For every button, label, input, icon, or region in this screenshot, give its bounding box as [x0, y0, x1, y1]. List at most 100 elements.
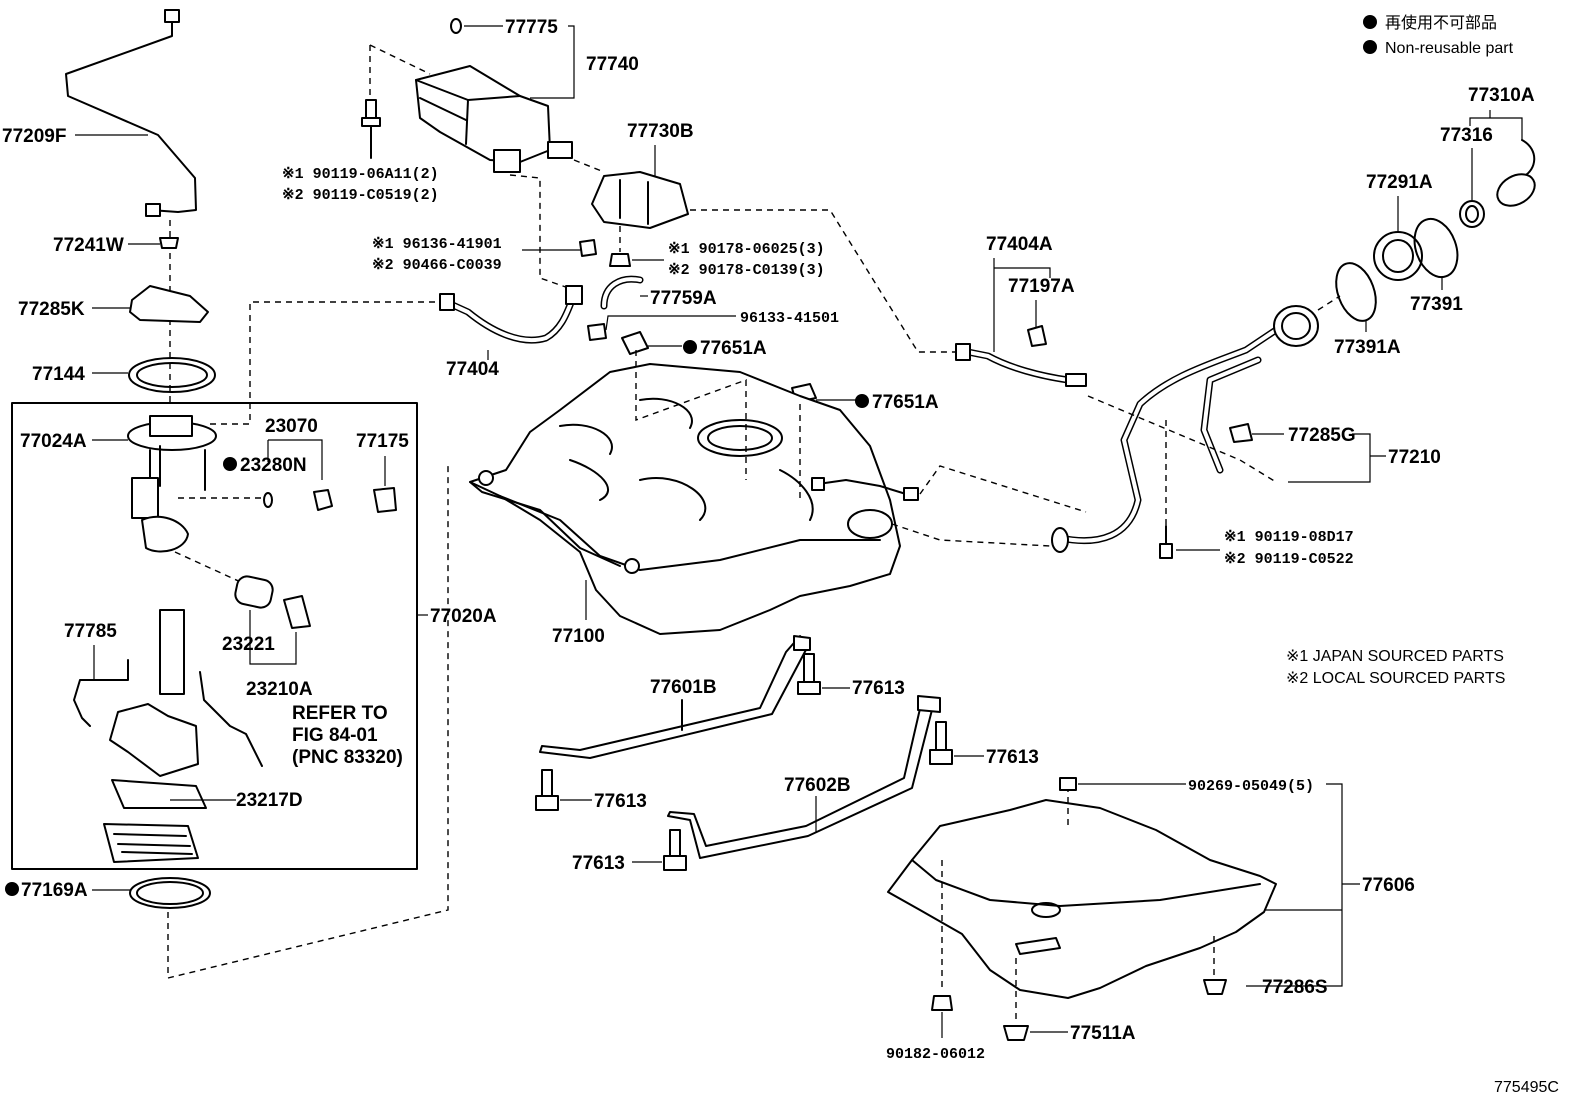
part-label-77404A: 77404A	[986, 234, 1053, 255]
bolt-head-shape	[663, 855, 687, 871]
hose-connector-shape	[439, 293, 455, 311]
filler-dashed-link	[891, 523, 1051, 547]
part-label-77285G: 77285G	[1288, 425, 1356, 446]
cushion-pad-shape	[621, 331, 649, 355]
part-label-77316: 77316	[1440, 125, 1493, 146]
part-label-77391: 77391	[1410, 294, 1463, 315]
callout-90119-C0519: ※2 90119-C0519(2)	[282, 187, 439, 204]
vent-tube-shape	[817, 479, 907, 495]
tank-flange-shape	[469, 481, 621, 567]
leader-line	[530, 25, 575, 99]
under-cover-seam-shape	[911, 859, 1261, 907]
leader-line	[1469, 110, 1523, 140]
bolt-head-shape	[797, 681, 821, 695]
legend: 再使用不可部品 Non-reusable part	[1363, 14, 1514, 57]
fuel-cap-shape	[1496, 173, 1536, 207]
canister-port-shape	[493, 149, 521, 173]
gasket-shape	[1413, 217, 1459, 279]
suction-filter-shape	[103, 823, 199, 863]
part-label-77730B: 77730B	[627, 121, 694, 142]
gasket-shape	[1335, 262, 1377, 322]
bolt-shank-shape	[541, 769, 553, 797]
part-label-90182-06012: 90182-06012	[886, 1046, 985, 1063]
leader-line	[267, 439, 323, 480]
part-label-77144: 77144	[32, 364, 85, 385]
part-label-77020A: 77020A	[430, 606, 497, 627]
vent-tube-end-shape	[811, 477, 825, 491]
bolt-shank-shape	[935, 721, 947, 751]
vent-tube-end-shape	[903, 487, 919, 501]
part-label-23280N: 23280N	[240, 455, 307, 476]
figure-id: 775495C	[1494, 1079, 1559, 1096]
filler-end-shape	[1051, 527, 1069, 553]
filler-neck-shape	[1281, 312, 1311, 340]
leader-line	[605, 315, 736, 331]
callout-90119-08D17: ※1 90119-08D17	[1224, 529, 1354, 546]
pressure-regulator-shape	[313, 489, 333, 511]
bolt-shank-shape	[803, 653, 815, 683]
sourcing-note-1: ※1 JAPAN SOURCED PARTS	[1286, 648, 1504, 665]
part-label-77606: 77606	[1362, 875, 1415, 896]
tank-seam-shape	[499, 495, 881, 571]
filler-housing-shape	[1373, 231, 1423, 281]
pump-opening-shape	[707, 425, 773, 451]
clamp-shape	[587, 323, 607, 341]
pad-dashed-link	[635, 350, 747, 480]
filler-housing-shape	[1382, 239, 1414, 273]
fuel-tube-end-shape	[145, 203, 161, 217]
part-label-77651A-right: 77651A	[872, 392, 939, 413]
valve-dashed-link	[690, 209, 958, 353]
part-label-77785: 77785	[64, 621, 117, 642]
legend-en: Non-reusable part	[1385, 40, 1514, 57]
nut-shape	[931, 995, 953, 1011]
cap-ring-shape	[1465, 205, 1479, 223]
pump-opening-shape	[697, 419, 783, 457]
bracket-shape	[159, 609, 185, 695]
fuel-tank-shape	[469, 363, 901, 635]
part-label-77511A: 77511A	[1070, 1023, 1136, 1044]
clamp-shape	[1027, 325, 1047, 347]
leader-line	[1288, 433, 1386, 483]
cap-ring-shape	[1459, 200, 1485, 228]
part-label-77310A: 77310A	[1468, 85, 1535, 106]
part-label-96133-41501: 96133-41501	[740, 310, 839, 327]
pump-body-shape	[131, 477, 159, 519]
canister-detail-shape	[415, 79, 521, 145]
callout-96136-41901: ※1 96136-41901	[372, 236, 502, 253]
filter-dashed-link	[174, 551, 246, 585]
canister-plug-shape	[450, 18, 462, 34]
pump-housing-shape	[109, 703, 199, 777]
part-label-77759A: 77759A	[650, 288, 717, 309]
refer-line-3: (PNC 83320)	[292, 747, 403, 768]
non-reusable-dot-icon	[1363, 40, 1377, 54]
oring-shape	[263, 492, 273, 508]
part-label-77404: 77404	[446, 359, 499, 380]
non-reusable-dot-icon	[855, 394, 869, 408]
vent-valve-detail-shape	[619, 179, 649, 225]
cover-label-shape	[1015, 937, 1061, 955]
bolt-head-shape	[929, 749, 953, 765]
gauge-wire-shape	[199, 671, 263, 767]
part-label-77024A: 77024A	[20, 431, 87, 452]
tank-contour-shape	[559, 397, 814, 521]
gasket-dashed-link	[167, 465, 449, 979]
part-label-77209F: 77209F	[2, 126, 66, 147]
gasket-shape	[129, 877, 211, 909]
part-label-77291A: 77291A	[1366, 172, 1433, 193]
fuel-filter-shape	[111, 779, 207, 809]
part-label-77601B: 77601B	[650, 677, 717, 698]
bolt-head-shape	[365, 99, 377, 119]
bolt-shank-shape	[669, 829, 681, 857]
clamp-shape	[579, 239, 597, 257]
callout-90178-C0139: ※2 90178-C0139(3)	[668, 262, 825, 279]
canister-dashed-link	[369, 44, 431, 75]
non-reusable-dot-icon	[5, 882, 19, 896]
callout-90119-C0522: ※2 90119-C0522	[1224, 551, 1354, 568]
refer-line-2: FIG 84-01	[292, 725, 378, 746]
part-label-77775: 77775	[505, 17, 558, 38]
filler-dashed-link	[919, 465, 1087, 513]
clip-shape	[159, 237, 179, 249]
part-label-77391A: 77391A	[1334, 337, 1401, 358]
callout-90119-06A11: ※1 90119-06A11(2)	[282, 166, 439, 183]
